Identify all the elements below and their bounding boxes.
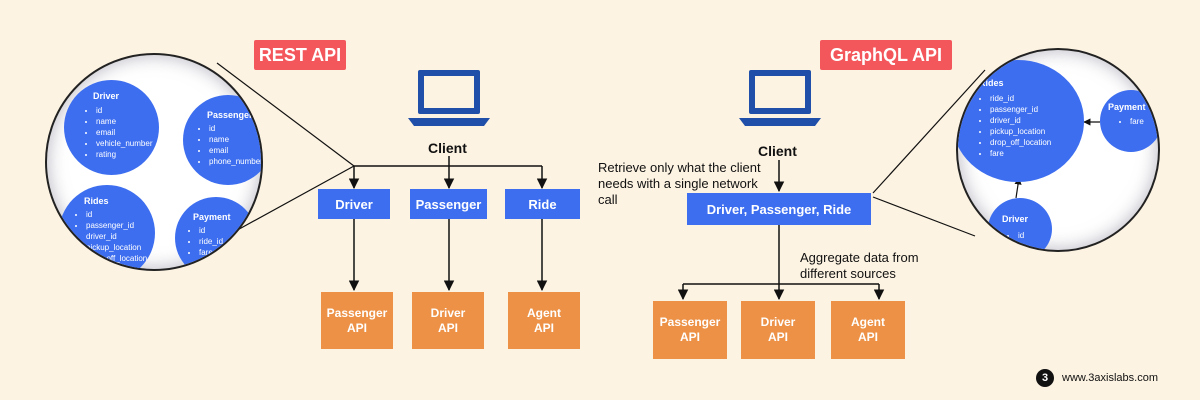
graphql-service-agent-api: Agent API <box>831 301 905 359</box>
bubble-field: vehicle_number <box>96 138 152 149</box>
bubble-field: email <box>96 127 152 138</box>
bubble-field: phone_number <box>209 156 261 167</box>
rest-client-label: Client <box>428 140 467 156</box>
bubble-title: Passenger <box>207 110 253 120</box>
bubble-title: Rides <box>84 196 109 206</box>
bubble-field: fare <box>990 148 1051 159</box>
rest-resource-ride: Ride <box>505 189 580 219</box>
rest-service-driver-api: Driver API <box>412 292 484 349</box>
graphql-client-label: Client <box>758 143 797 159</box>
rest-zoom-line-top <box>216 62 355 167</box>
rest-resource-passenger: Passenger <box>410 189 487 219</box>
bubble-field: driver_id <box>86 231 147 242</box>
rest-bubble-payment: Payment id ride_id fare <box>175 197 257 269</box>
bubble-field: name <box>96 116 152 127</box>
brand-url[interactable]: www.3axislabs.com <box>1062 372 1158 384</box>
bubble-field-list: id passenger_id driver_id pickup_locatio… <box>74 209 147 264</box>
brand-footer: 3 www.3axislabs.com <box>1036 369 1158 387</box>
bubble-field: id <box>199 225 223 236</box>
bubble-field: name <box>209 134 261 145</box>
graphql-endpoint: Driver, Passenger, Ride <box>687 193 871 225</box>
bubble-field: ride_id <box>990 93 1051 104</box>
rest-zoom-lens: Driver id name email vehicle_number rati… <box>45 53 263 271</box>
bubble-field-list: id ride_id fare <box>187 225 223 258</box>
graphql-service-passenger-api: Passenger API <box>653 301 727 359</box>
bubble-field: passenger_id <box>86 220 147 231</box>
laptop-icon <box>739 70 821 126</box>
graphql-api-tag: GraphQL API <box>820 40 952 70</box>
bubble-field: drop_off_location <box>86 253 147 264</box>
rest-api-tag: REST API <box>254 40 346 70</box>
bubble-field: rating <box>96 149 152 160</box>
bubble-field: driver_id <box>990 115 1051 126</box>
bubble-field-list: ride_id passenger_id driver_id pickup_lo… <box>978 93 1051 159</box>
bubble-title: Payment <box>193 212 231 222</box>
bubble-field: drop_off_location <box>990 137 1051 148</box>
bubble-field: id <box>1018 230 1024 241</box>
bubble-field: passenger_id <box>990 104 1051 115</box>
graphql-bubble-payment: Payment fare <box>1100 90 1158 152</box>
bubble-field: fare <box>1130 116 1144 127</box>
bubble-field-list: id name email phone_number <box>197 123 261 167</box>
rest-service-agent-api: Agent API <box>508 292 580 349</box>
graphql-bubble-rides: Rides ride_id passenger_id driver_id pic… <box>958 60 1084 182</box>
bubble-title: Payment <box>1108 102 1146 112</box>
graphql-service-driver-api: Driver API <box>741 301 815 359</box>
brand-logo-icon: 3 <box>1036 369 1055 387</box>
bubble-field: id <box>209 123 261 134</box>
bubble-field-list: id name email vehicle_number rating <box>84 105 152 160</box>
bubble-field: pickup_location <box>86 242 147 253</box>
graphql-zoom-lens: Rides ride_id passenger_id driver_id pic… <box>956 48 1160 252</box>
bubble-field: pickup_location <box>990 126 1051 137</box>
bubble-title: Driver <box>93 91 120 101</box>
rest-bubble-rides: Rides id passenger_id driver_id pickup_l… <box>59 185 155 269</box>
bubble-field: fare <box>199 247 223 258</box>
bubble-field-list: id <box>1006 230 1024 241</box>
rest-resource-driver: Driver <box>318 189 390 219</box>
rest-service-passenger-api: Passenger API <box>321 292 393 349</box>
bubble-field-list: fare <box>1118 116 1144 127</box>
bubble-title: Driver <box>1002 214 1029 224</box>
graphql-bubble-driver: Driver id <box>988 198 1052 250</box>
graphql-aggregate-note: Aggregate data from different sources <box>800 250 919 281</box>
laptop-icon <box>408 70 490 126</box>
graphql-zoom-line-bottom <box>872 196 976 237</box>
bubble-field: id <box>86 209 147 220</box>
bubble-field: ride_id <box>199 236 223 247</box>
graphql-request-note: Retrieve only what the client needs with… <box>598 160 761 207</box>
rest-bubble-passenger: Passenger id name email phone_number <box>183 95 261 185</box>
bubble-field: id <box>96 105 152 116</box>
bubble-field: email <box>209 145 261 156</box>
rest-bubble-driver: Driver id name email vehicle_number rati… <box>64 80 159 175</box>
bubble-title: Rides <box>979 78 1004 88</box>
